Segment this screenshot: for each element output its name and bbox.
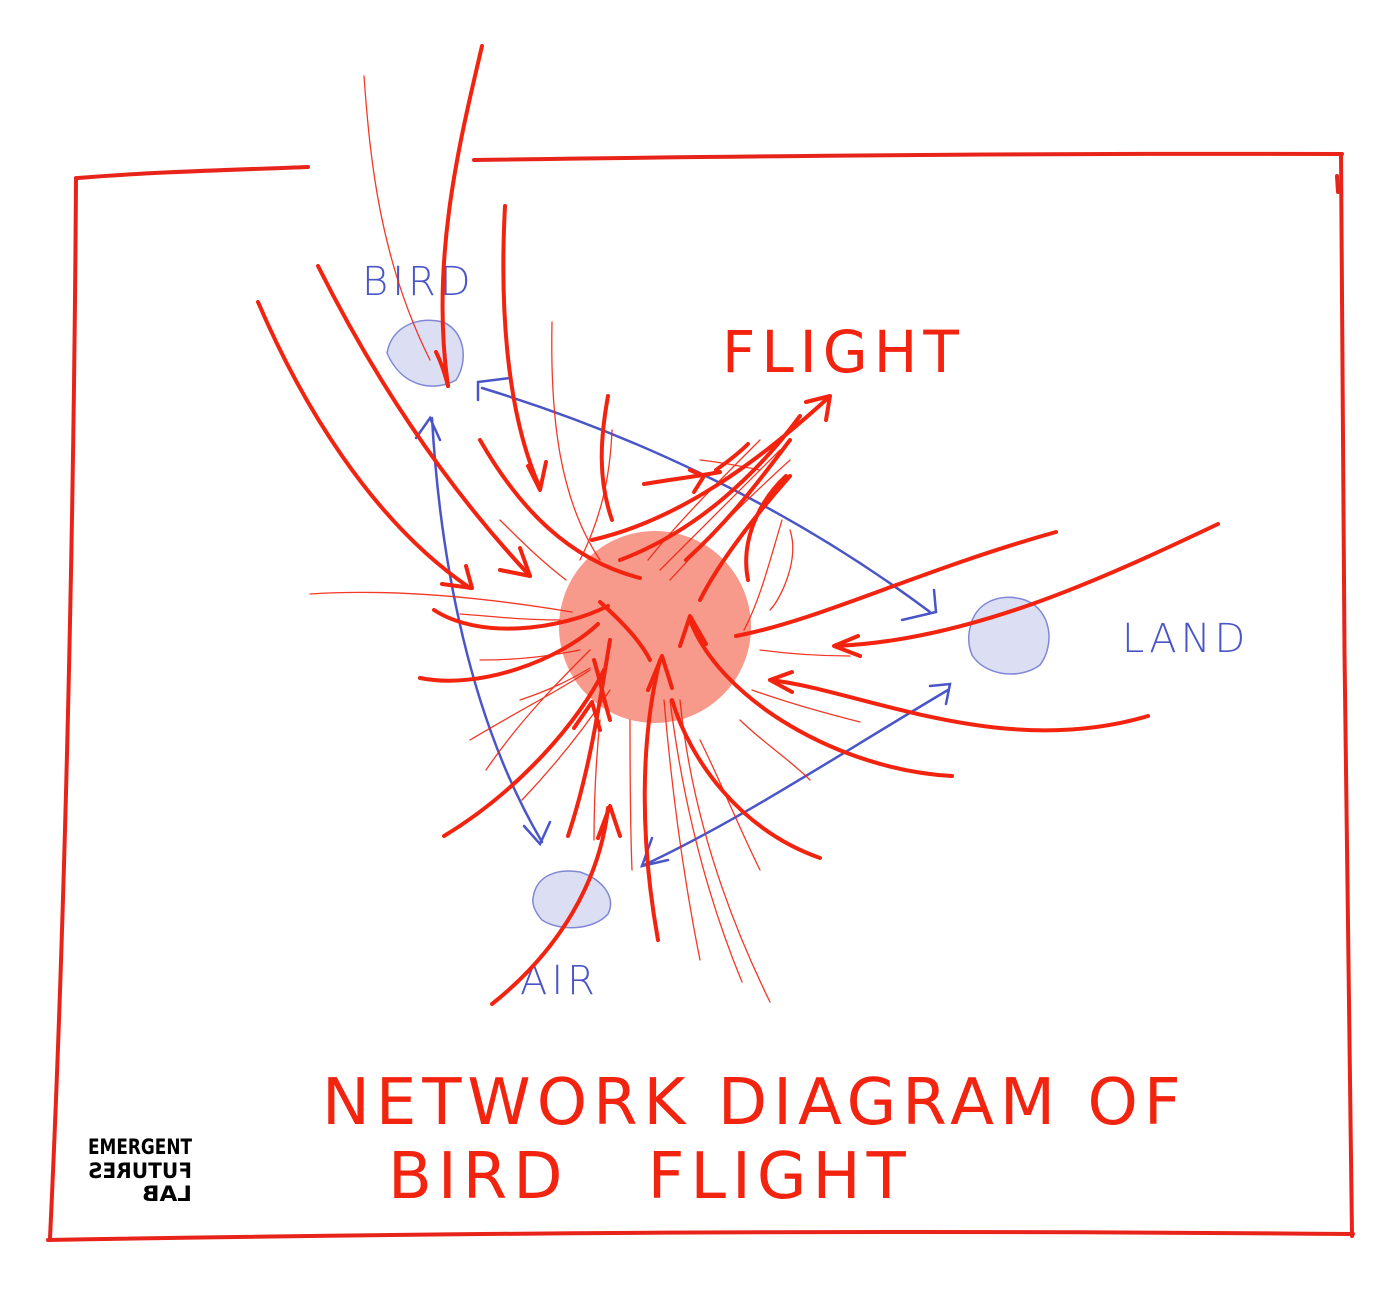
link-bird-air-head-air bbox=[522, 820, 552, 847]
flow-line bbox=[618, 414, 802, 562]
link-bird-land-head-land bbox=[900, 588, 938, 622]
flow-line bbox=[714, 442, 750, 472]
flow-line bbox=[442, 668, 606, 838]
tendril bbox=[759, 649, 851, 657]
tendril bbox=[469, 669, 591, 741]
flow-line bbox=[688, 618, 954, 778]
node-bird-shape bbox=[386, 319, 464, 387]
tendril bbox=[669, 459, 791, 581]
flow-line bbox=[768, 670, 794, 694]
flow-line bbox=[434, 350, 450, 388]
tendril bbox=[679, 699, 771, 1003]
flow-line bbox=[678, 614, 708, 648]
flow-line bbox=[642, 658, 662, 942]
flow-line bbox=[670, 698, 822, 860]
logo-line-2: FUTURES bbox=[88, 1159, 192, 1183]
tendril bbox=[743, 519, 783, 631]
flow-line bbox=[418, 622, 600, 683]
tendril bbox=[459, 613, 561, 621]
flow-line bbox=[501, 204, 542, 490]
tendril bbox=[739, 719, 811, 781]
frame-tick bbox=[1335, 174, 1340, 194]
flow-line bbox=[566, 638, 612, 838]
tendril bbox=[579, 429, 613, 561]
flow-line bbox=[526, 460, 548, 492]
tendril bbox=[699, 739, 761, 871]
flight-hub bbox=[559, 531, 751, 723]
flow-line bbox=[316, 264, 532, 578]
flow-line bbox=[478, 438, 642, 580]
tendril bbox=[663, 699, 701, 961]
frame-left bbox=[48, 176, 78, 1240]
flows bbox=[256, 44, 1220, 1006]
flow-line bbox=[744, 474, 788, 582]
flow-line bbox=[642, 470, 722, 486]
link-land-air-head-land bbox=[928, 682, 952, 706]
flow-line bbox=[804, 394, 832, 422]
tendril bbox=[699, 459, 761, 471]
emergent-futures-lab-logo: EMERGENT FUTURES LAB bbox=[88, 1135, 193, 1206]
tendril bbox=[647, 439, 761, 561]
tendril bbox=[751, 689, 861, 723]
flow-line bbox=[592, 658, 612, 722]
flight-label: FLIGHT bbox=[722, 318, 965, 386]
flow-line bbox=[598, 600, 652, 662]
flow-line bbox=[440, 564, 474, 590]
tendril bbox=[659, 449, 781, 571]
flow-line bbox=[440, 44, 484, 388]
flow-line bbox=[768, 678, 1150, 733]
node-air: AIR bbox=[520, 870, 612, 1004]
node-bird-label: BIRD bbox=[362, 259, 475, 305]
tendril bbox=[521, 689, 611, 801]
flow-line bbox=[688, 468, 706, 494]
tendrils bbox=[309, 75, 861, 1003]
flow-line bbox=[256, 300, 472, 590]
flow-line bbox=[490, 806, 610, 1006]
diagram-caption-line1: NETWORK DIAGRAM OF bbox=[322, 1066, 1187, 1140]
link-bird-air-head-bird bbox=[414, 415, 442, 442]
flow-line bbox=[498, 546, 532, 578]
diagram-caption-line2: BIRD FLIGHT bbox=[388, 1140, 912, 1214]
tendril bbox=[769, 529, 794, 611]
flow-line bbox=[432, 604, 610, 631]
flow-line bbox=[590, 396, 830, 542]
link-bird-air bbox=[430, 416, 544, 844]
flow-line bbox=[698, 474, 792, 602]
link-land-air-head-air bbox=[640, 836, 670, 868]
flow-line bbox=[834, 522, 1220, 648]
frame-right bbox=[1339, 152, 1354, 1238]
frame-top-right bbox=[472, 151, 1344, 162]
flow-line bbox=[646, 654, 674, 692]
tendril bbox=[593, 719, 601, 841]
frame-bottom bbox=[46, 1230, 1355, 1242]
tendril bbox=[485, 649, 591, 771]
tendril bbox=[499, 519, 567, 581]
flow-line bbox=[832, 634, 862, 658]
flow-line bbox=[599, 394, 614, 522]
node-land-label: LAND bbox=[1122, 616, 1249, 662]
tendril bbox=[551, 321, 601, 561]
frame-top-left bbox=[76, 165, 310, 180]
tendril bbox=[479, 649, 581, 661]
node-land: LAND bbox=[967, 596, 1249, 675]
link-bird-land-head-bird bbox=[476, 376, 512, 402]
tendril bbox=[363, 75, 431, 361]
node-air-shape bbox=[532, 870, 612, 929]
logo-line-1: EMERGENT bbox=[88, 1135, 193, 1159]
node-bird: BIRD bbox=[362, 259, 475, 387]
frame bbox=[46, 151, 1355, 1242]
tendril bbox=[519, 667, 591, 701]
tendril bbox=[669, 699, 743, 983]
node-land-shape bbox=[967, 596, 1050, 675]
flow-line bbox=[734, 530, 1058, 638]
logo-line-3: LAB bbox=[142, 1182, 192, 1206]
flow-line bbox=[596, 804, 622, 840]
tendril bbox=[309, 591, 573, 613]
tendril bbox=[629, 719, 633, 871]
